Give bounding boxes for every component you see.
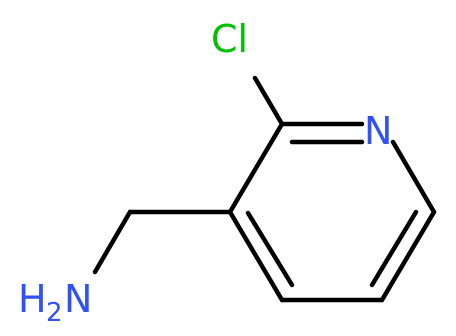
bond-c3-c4 (227, 209, 285, 303)
bond-c5-c6-inner (369, 209, 419, 288)
amine-subscript: 2 (46, 298, 63, 328)
amine-label: H 2 N (18, 277, 92, 328)
bond-c3-c4-inner (245, 210, 295, 288)
nitrogen-label: N (364, 109, 392, 153)
chlorine-label: Cl (211, 17, 248, 61)
bond-c2-cl (252, 75, 285, 127)
bonds (92, 75, 437, 303)
bond-c5-c6 (379, 209, 437, 303)
amine-n: N (64, 277, 92, 321)
bond-c2-c3 (227, 121, 285, 215)
bond-c6-n1 (390, 139, 437, 215)
amine-h: H (18, 277, 47, 321)
bond-ch2-nh2 (92, 209, 133, 275)
